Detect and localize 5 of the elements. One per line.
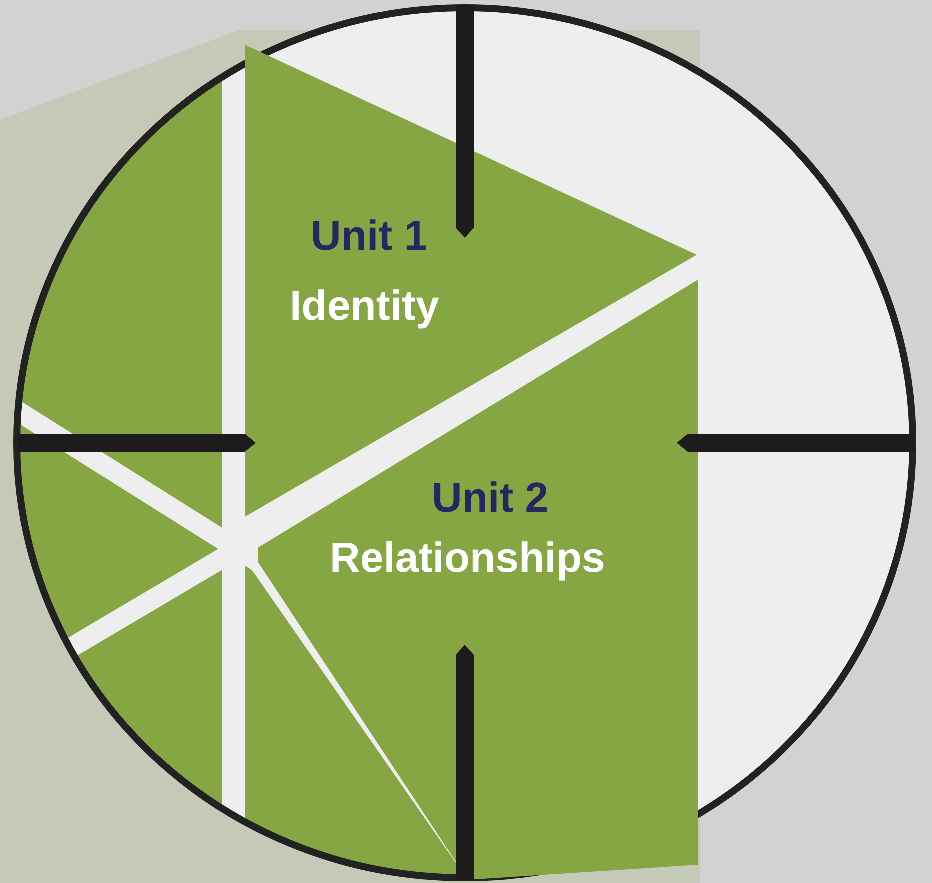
- unit-title: Relationships: [330, 537, 606, 579]
- unit-title: Identity: [290, 285, 440, 327]
- unit-heading: Unit 2: [432, 477, 549, 519]
- unit-heading: Unit 1: [311, 215, 428, 257]
- unit-panel: [245, 45, 697, 517]
